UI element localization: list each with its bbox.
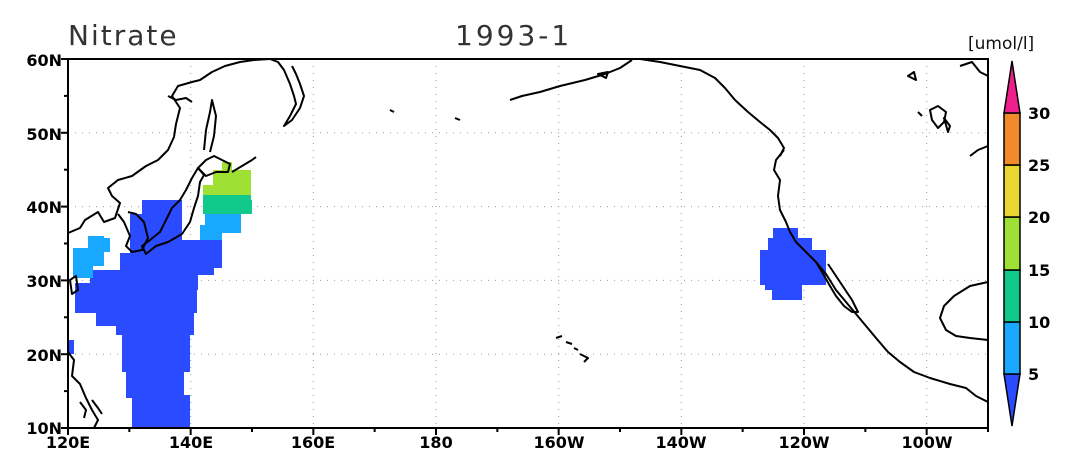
y-label-20n: 20N: [26, 346, 62, 365]
colorbar-label-20: 20: [1028, 208, 1050, 227]
colorbar-bottom-triangle: [1003, 373, 1021, 427]
y-label-30n: 30N: [26, 272, 62, 291]
colorbar-top-triangle: [1003, 60, 1021, 114]
coast-hudson-islands: [907, 71, 951, 133]
map-area: [67, 58, 989, 429]
x-label-120e: 120E: [46, 433, 90, 452]
x-label-140w: 140W: [655, 433, 706, 452]
axis-ticks: [61, 58, 989, 435]
colorbar-label-5: 5: [1028, 365, 1039, 384]
colorbar-labels: 5 10 15 20 25 30: [1028, 104, 1050, 384]
x-label-140e: 140E: [169, 433, 213, 452]
colorbar-segment-15-20: [1003, 216, 1021, 271]
y-label-50n: 50N: [26, 125, 62, 144]
colorbar-segment-10-15: [1003, 269, 1021, 323]
coast-alaska: [597, 58, 785, 157]
coast-kuril: [231, 156, 257, 173]
coast-okhotsk: [167, 95, 193, 103]
coast-aleutians: [389, 59, 633, 121]
coast-north-america-west: [773, 149, 989, 403]
coast-baja: [815, 261, 859, 313]
y-label-10n: 10N: [26, 419, 62, 438]
region-california-blue: [760, 228, 826, 300]
x-label-160w: 160W: [533, 433, 584, 452]
region-kuroshio-green: [203, 192, 252, 214]
coast-asia-mainland: [67, 58, 271, 234]
colorbar-label-10: 10: [1028, 313, 1050, 332]
x-label-120w: 120W: [778, 433, 829, 452]
date-title: 1993-1: [455, 19, 572, 52]
coast-kamchatka: [269, 58, 305, 127]
colorbar-segment-5-10: [1003, 321, 1021, 375]
region-east-china-sea-lightblue: [73, 236, 110, 278]
coast-sakhalin: [203, 99, 217, 153]
colorbar: [1003, 60, 1021, 427]
coast-gulf-of-mexico: [939, 281, 989, 341]
variable-title: Nitrate: [68, 19, 179, 52]
colorbar-label-15: 15: [1028, 261, 1050, 280]
coast-philippines-islands: [79, 399, 103, 419]
colorbar-segment-25-30: [1003, 112, 1021, 166]
y-label-60n: 60N: [26, 51, 62, 70]
coast-hawaii: [555, 335, 589, 363]
coast-korea: [117, 211, 149, 253]
y-label-40n: 40N: [26, 198, 62, 217]
unit-label: [umol/l]: [968, 34, 1034, 54]
coastlines: [67, 58, 989, 429]
region-hokkaido-lime: [203, 162, 251, 195]
x-label-100w: 100W: [901, 433, 952, 452]
coast-philippines: [67, 351, 99, 429]
colorbar-label-25: 25: [1028, 156, 1050, 175]
x-axis-labels: 120E 140E 160E 180 160W 140W 120W 100W: [46, 433, 953, 452]
colorbar-label-30: 30: [1028, 104, 1050, 123]
coast-taiwan: [69, 275, 79, 295]
y-axis-labels: 60N 50N 40N 30N 20N 10N: [26, 51, 62, 438]
coast-hudson-bay: [969, 145, 989, 157]
coast-japan-hokkaido: [197, 155, 231, 177]
x-label-160e: 160E: [291, 433, 335, 452]
colorbar-segment-20-25: [1003, 164, 1021, 218]
x-label-180: 180: [419, 433, 452, 452]
coast-canada: [959, 61, 989, 77]
